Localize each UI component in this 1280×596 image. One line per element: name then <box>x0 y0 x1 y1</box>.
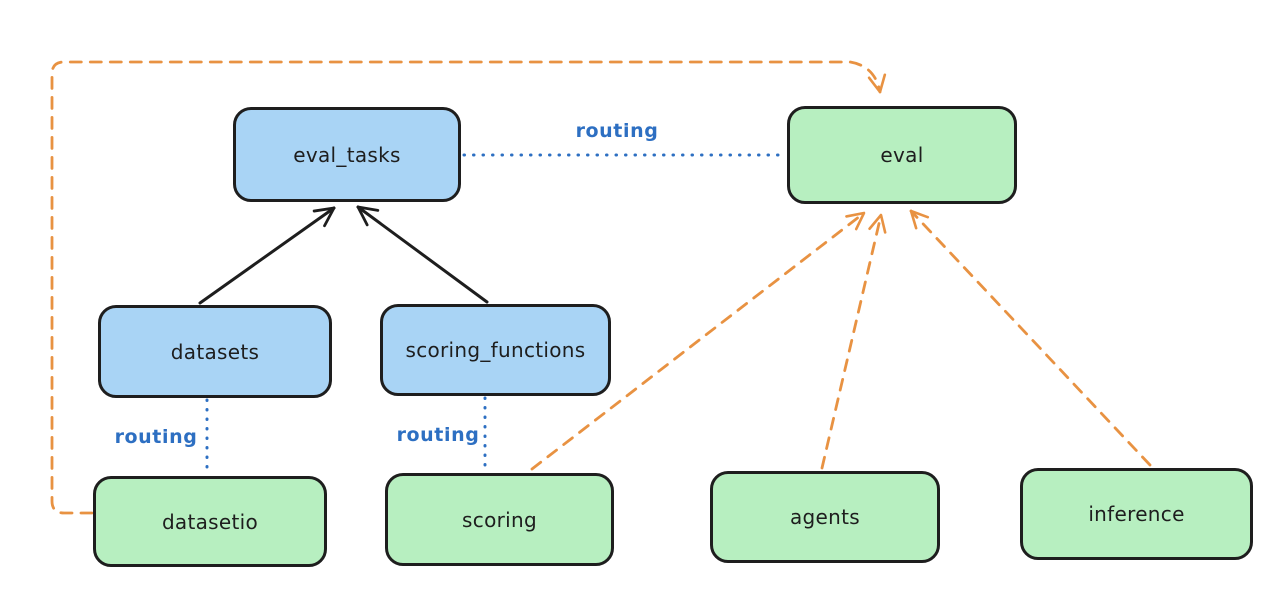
edge-inference-to-eval <box>909 209 1152 467</box>
node-datasets-label: datasets <box>170 339 260 364</box>
node-scoring-functions-label: scoring_functions <box>405 338 586 362</box>
node-inference: inference <box>1020 468 1253 560</box>
node-eval: eval <box>787 106 1017 204</box>
edge-datasets-to-eval-tasks <box>198 206 336 305</box>
node-eval-tasks: eval_tasks <box>233 107 461 202</box>
edge-agents-to-eval <box>820 213 887 470</box>
node-agents-label: agents <box>790 505 860 529</box>
edge-scoring-functions-to-eval-tasks <box>356 205 489 304</box>
node-inference-label: inference <box>1088 502 1185 526</box>
edge-label-routing-datasets-datasetio: routing <box>114 426 198 448</box>
node-scoring: scoring <box>385 473 614 566</box>
node-scoring-functions: scoring_functions <box>380 304 611 396</box>
node-eval-label: eval <box>880 143 924 167</box>
node-datasetio-label: datasetio <box>161 509 259 534</box>
node-datasetio: datasetio <box>93 476 327 567</box>
edge-scoring-to-eval <box>530 211 866 471</box>
node-datasets: datasets <box>98 305 332 398</box>
node-scoring-label: scoring <box>462 507 537 532</box>
node-eval-tasks-label: eval_tasks <box>293 142 401 167</box>
node-agents: agents <box>710 471 940 563</box>
edge-label-routing-eval-tasks-eval: routing <box>575 120 659 142</box>
edge-label-routing-scoring-functions-scoring: routing <box>396 424 480 446</box>
edge-datasetio-to-eval <box>50 60 887 515</box>
